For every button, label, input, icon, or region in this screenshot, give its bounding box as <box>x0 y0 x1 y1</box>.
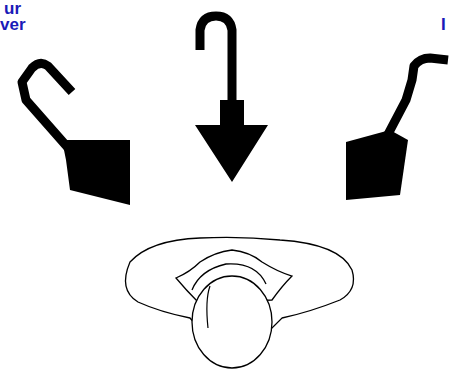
arrow-head <box>62 140 130 205</box>
hook-arrow <box>22 63 72 150</box>
fetal-head <box>192 276 272 368</box>
suture-line <box>207 286 210 328</box>
label-text: I <box>441 16 446 34</box>
label-text: ver <box>0 16 26 34</box>
arrow-head <box>195 100 268 182</box>
hook-arrow <box>385 58 448 140</box>
arrow-head <box>346 130 408 200</box>
hook-arrow <box>200 16 232 110</box>
